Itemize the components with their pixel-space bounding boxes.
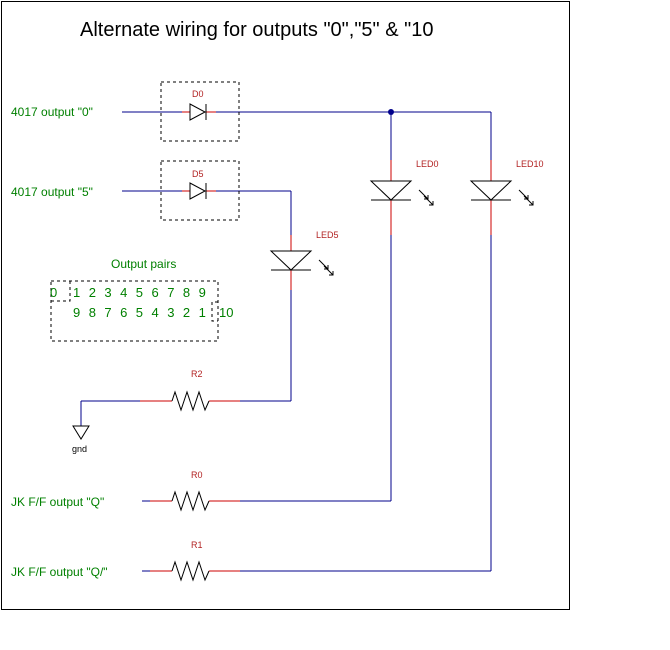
diode-d5-symbol [189,182,207,200]
output-pairs-bottom-digit: 1 [199,305,206,320]
led0-label: LED0 [416,159,439,169]
output-pairs-top-digit: 4 [120,285,127,300]
output-pairs-divider-right [211,301,218,322]
output-pairs-top-digit: 6 [152,285,159,300]
diode-d5: D5 [160,160,240,221]
output-pairs-bottom-digit: 7 [104,305,111,320]
resistor-r2: R2 [140,369,240,412]
wires [80,111,492,572]
resistor-r2-symbol [171,390,210,412]
output-pairs-top-digit: 2 [89,285,96,300]
output-pairs-top-digit: 7 [167,285,174,300]
resistor-r0-label: R0 [191,470,203,480]
led0-light-arrows [418,189,434,206]
ground-symbol: gnd [72,425,90,454]
led10-light-arrows [518,189,534,206]
input-label-qbar: JK F/F output "Q/" [11,565,108,579]
output-pairs-bottom-digit: 5 [136,305,143,320]
output-pairs-top-digit: 9 [199,285,206,300]
output-pairs-bottom-digit: 2 [183,305,190,320]
diode-d0-symbol [189,103,207,121]
output-pairs-bottom-digit: 8 [89,305,96,320]
led10-label: LED10 [516,159,544,169]
diode-d5-label: D5 [192,169,204,179]
output-pairs-top-digit: 1 [73,285,80,300]
output-pairs-title: Output pairs [111,257,176,271]
led-led0: LED0 [369,159,439,235]
resistor-r1-label: R1 [191,540,203,550]
diagram-frame [1,1,570,610]
led0-symbol [369,180,413,201]
led5-label: LED5 [316,230,339,240]
input-label-q: JK F/F output "Q" [11,495,104,509]
output-pairs-bottom-digit: 9 [73,305,80,320]
ground-icon [72,425,90,440]
output-pairs-top-digit: 8 [183,285,190,300]
diode-d0-label: D0 [192,89,204,99]
resistor-r1-symbol [171,560,210,582]
output-pairs-bottom-digit: 3 [167,305,174,320]
led-led5: LED5 [269,230,339,290]
diode-d0: D0 [160,81,240,142]
output-pairs-top-digit: 3 [104,285,111,300]
output-pairs-right: 10 [219,305,233,320]
output-pairs-bottom-digit: 6 [120,305,127,320]
resistor-r2-label: R2 [191,369,203,379]
resistor-r1: R1 [150,540,240,582]
led-led10: LED10 [469,159,544,235]
resistor-r0-symbol [171,490,210,512]
junction-dot [388,109,394,115]
input-label-out5: 4017 output "5" [11,185,93,199]
output-pairs-bottom-digit: 4 [152,305,159,320]
output-pairs-divider [51,281,71,302]
input-label-out0: 4017 output "0" [11,105,93,119]
diagram-title: Alternate wiring for outputs "0","5" & "… [80,19,433,41]
ground-label: gnd [72,444,87,454]
output-pairs-top-digit: 5 [136,285,143,300]
led10-symbol [469,180,513,201]
led5-light-arrows [318,259,334,276]
diode-d0-box [160,81,240,142]
diode-d5-box [160,160,240,221]
output-pairs-left: 0 [50,285,57,300]
resistor-r0: R0 [150,470,240,512]
led5-symbol [269,250,313,271]
